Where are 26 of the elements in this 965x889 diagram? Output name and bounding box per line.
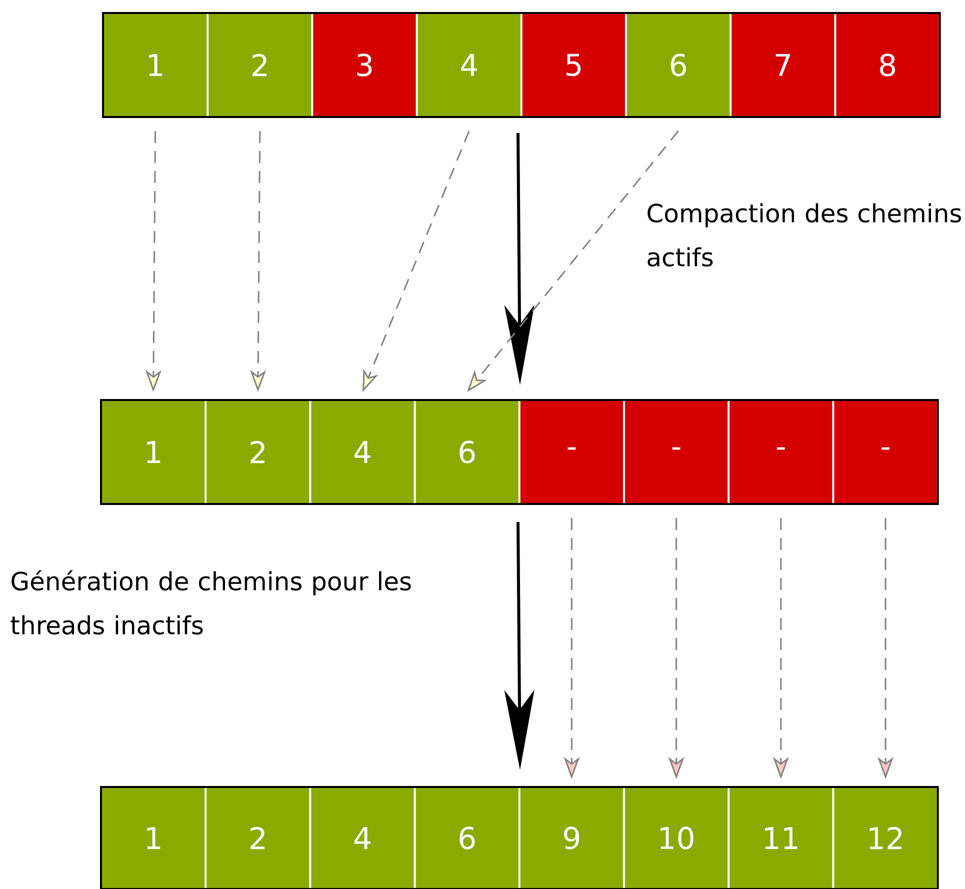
cell: 9 bbox=[519, 787, 624, 889]
cell: - bbox=[519, 400, 624, 504]
cell: - bbox=[728, 400, 834, 504]
cell: 2 bbox=[206, 787, 310, 889]
note: Génération de chemins pour les threads inactifs bbox=[10, 570, 411, 635]
cell: 7 bbox=[730, 13, 836, 117]
cell: 11 bbox=[728, 787, 834, 889]
cell: 8 bbox=[835, 13, 940, 117]
cell: 1 bbox=[101, 400, 206, 504]
cell: 12 bbox=[833, 787, 938, 889]
cell: 2 bbox=[208, 13, 312, 117]
cell: 3 bbox=[312, 13, 417, 117]
cell: 4 bbox=[310, 787, 415, 889]
cell: 6 bbox=[414, 400, 520, 504]
cell: 5 bbox=[521, 13, 626, 117]
cell: 10 bbox=[624, 787, 729, 889]
cell: 6 bbox=[414, 787, 520, 889]
cell: 2 bbox=[206, 400, 310, 504]
cell: 4 bbox=[416, 13, 522, 117]
cell: 1 bbox=[103, 13, 208, 117]
cell: 6 bbox=[626, 13, 731, 117]
note: Compaction des chemins actifs bbox=[648, 203, 962, 267]
cell: 4 bbox=[310, 400, 415, 504]
cell: - bbox=[624, 400, 729, 504]
cell: 1 bbox=[101, 787, 206, 889]
cell: - bbox=[833, 400, 938, 504]
